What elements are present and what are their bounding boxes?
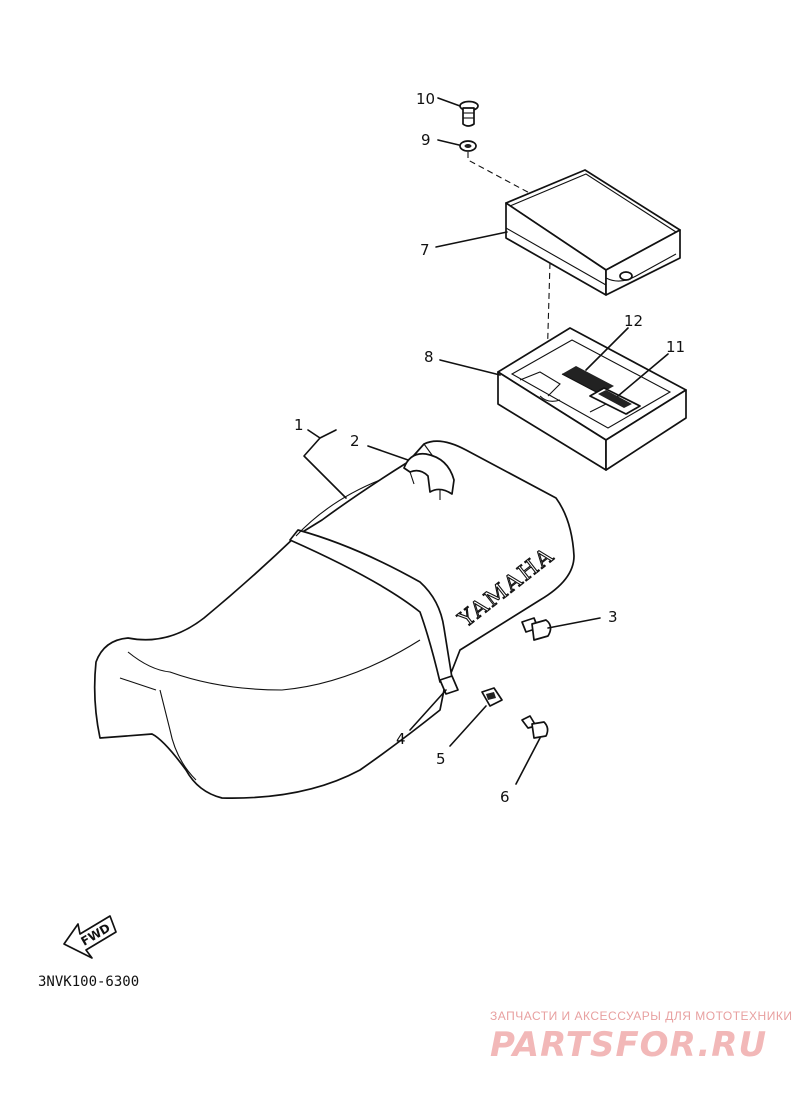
leader-6	[515, 737, 541, 785]
leader-3	[547, 617, 601, 629]
leader-2	[367, 445, 409, 461]
callout-4: 4	[396, 730, 406, 748]
part-3-bolt	[521, 617, 552, 641]
callout-6: 6	[500, 788, 510, 806]
part-1-seat	[93, 440, 575, 799]
callout-2: 2	[350, 432, 360, 450]
part-11-label	[589, 387, 641, 415]
leader-1	[303, 429, 347, 499]
part-12-pad	[561, 366, 614, 395]
part-8-tray	[497, 327, 687, 471]
callout-1: 1	[294, 416, 304, 434]
callout-11: 11	[666, 338, 685, 356]
fwd-arrow-icon: FWD	[63, 915, 117, 959]
leader-12	[585, 327, 629, 371]
leader-5	[449, 705, 487, 747]
leader-9	[437, 139, 460, 146]
callout-10: 10	[416, 90, 435, 108]
diagram-code: 3NVK100-6300	[38, 974, 139, 990]
leader-4	[409, 689, 447, 731]
part-9-washer	[459, 140, 477, 152]
callout-5: 5	[436, 750, 446, 768]
leader-8	[439, 359, 501, 376]
part-10-bolt	[459, 100, 479, 127]
watermark-tagline: ЗАПЧАСТИ И АКСЕССУАРЫ ДЛЯ МОТОТЕХНИКИ	[490, 1009, 792, 1023]
part-6-screw	[521, 715, 549, 739]
leader-10	[437, 97, 461, 107]
callout-9: 9	[421, 131, 431, 149]
callout-8: 8	[424, 348, 434, 366]
leader-7	[435, 231, 508, 248]
callout-7: 7	[420, 241, 430, 259]
part-2-strap	[403, 452, 455, 495]
part-7-cover	[505, 169, 681, 296]
leader-11	[617, 353, 669, 397]
part-4-tab	[439, 675, 459, 695]
part-5-nut	[481, 687, 503, 707]
callout-3: 3	[608, 608, 618, 626]
callout-12: 12	[624, 312, 643, 330]
watermark-logo: PARTSFOR.RU	[490, 1025, 767, 1065]
